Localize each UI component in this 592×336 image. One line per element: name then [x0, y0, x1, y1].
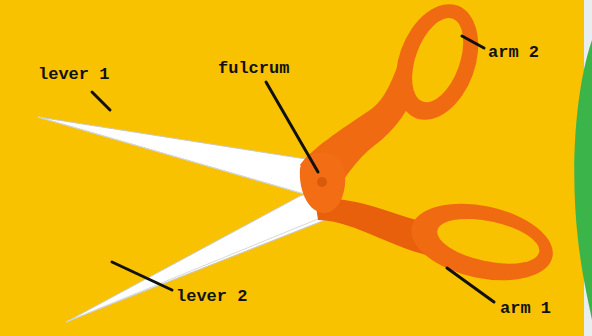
leader-line: [92, 92, 110, 110]
pivot: [300, 152, 345, 213]
handle-ring: [381, 0, 493, 131]
leader-line: [447, 268, 494, 302]
part-label: lever 1: [38, 66, 109, 83]
part-label: arm 2: [488, 44, 539, 61]
leader-line: [266, 82, 318, 172]
handle-ring: [404, 192, 560, 292]
part-label: lever 2: [176, 288, 247, 305]
ring-hole: [433, 211, 543, 272]
green-decoration: [574, 40, 592, 320]
leader-line: [462, 36, 484, 48]
part-label: arm 1: [500, 300, 551, 317]
blade-edge: [38, 117, 318, 198]
ring-hole: [402, 11, 473, 109]
blade: [38, 117, 326, 198]
pivot-screw: [317, 177, 327, 187]
blade-edge: [66, 210, 340, 322]
part-label: fulcrum: [218, 60, 289, 77]
blade: [66, 186, 346, 322]
leader-line: [112, 262, 172, 290]
